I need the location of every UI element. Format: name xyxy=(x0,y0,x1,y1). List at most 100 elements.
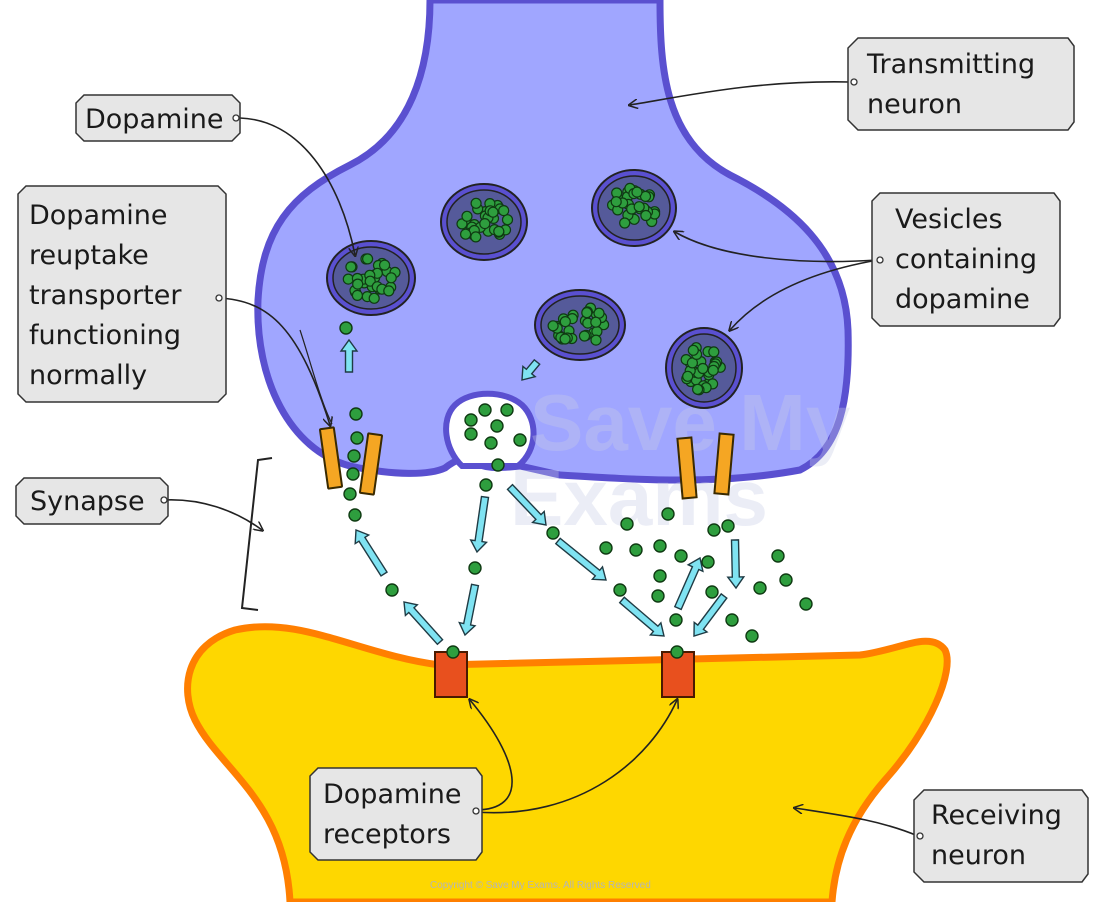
cyan-arrow xyxy=(458,583,480,637)
vesicles xyxy=(326,169,743,409)
dopamine-molecule xyxy=(484,436,498,450)
cyan-arrow xyxy=(469,495,490,554)
svg-text:Transmitting: Transmitting xyxy=(866,49,1035,80)
dopamine-molecule xyxy=(464,427,478,441)
cyan-arrow xyxy=(693,592,728,637)
dopamine-molecule xyxy=(351,289,363,301)
dopamine-molecule xyxy=(721,519,735,533)
dopamine-molecule xyxy=(498,205,510,217)
dopamine-molecule xyxy=(590,316,602,328)
svg-text:containing: containing xyxy=(895,244,1037,275)
dopamine-molecule xyxy=(352,278,364,290)
label-reuptake-transporter: Dopamine reuptake transporter functionin… xyxy=(17,185,227,403)
svg-text:neuron: neuron xyxy=(867,89,962,120)
dopamine-molecule xyxy=(697,362,709,375)
synapse-bracket xyxy=(240,457,273,611)
label-vesicles: Vesicles containing dopamine xyxy=(871,192,1061,327)
dopamine-molecule xyxy=(779,573,793,587)
dopamine-molecule xyxy=(661,507,675,521)
cyan-arrow xyxy=(554,537,607,581)
dopamine-molecule xyxy=(581,307,593,319)
dopamine-molecule xyxy=(446,645,460,659)
dopamine-molecule xyxy=(687,344,699,356)
dopamine-movement-arrows xyxy=(339,338,746,646)
cyan-arrow xyxy=(403,601,444,646)
svg-text:dopamine: dopamine xyxy=(895,284,1030,315)
dopamine-molecule xyxy=(468,561,482,575)
dopamine-molecule xyxy=(725,613,739,627)
vesicle xyxy=(326,240,416,316)
dopamine-molecule xyxy=(707,364,719,376)
dopamine-molecule xyxy=(559,316,571,328)
dopamine-molecule xyxy=(350,431,364,445)
vesicle xyxy=(665,327,743,409)
dopamine-molecule xyxy=(342,273,354,285)
svg-text:neuron: neuron xyxy=(931,840,1026,871)
receiving-neuron xyxy=(184,623,951,902)
cyan-arrow xyxy=(726,539,746,590)
dopamine-molecule xyxy=(383,285,395,297)
dopamine-molecule xyxy=(385,272,397,284)
dopamine-molecule xyxy=(479,218,491,230)
cyan-arrow xyxy=(506,483,547,526)
dopamine-molecule xyxy=(461,210,473,222)
dopamine-molecule xyxy=(339,321,353,335)
dopamine-molecule xyxy=(669,613,683,627)
reuptake-transporter-right xyxy=(359,432,383,496)
vesicle xyxy=(534,289,626,361)
dopamine-molecule xyxy=(651,589,665,603)
dopamine-molecule xyxy=(613,583,627,597)
dopamine-molecule xyxy=(682,370,694,382)
dopamine-molecule xyxy=(456,218,468,230)
dopamine-molecule xyxy=(470,231,482,243)
label-transmitting-neuron: Transmitting neuron xyxy=(847,37,1075,131)
free-dopamine-molecules xyxy=(339,321,813,659)
dopamine-molecule xyxy=(487,206,499,218)
vesicle xyxy=(591,169,677,247)
dopamine-molecule xyxy=(346,467,360,481)
label-synapse: Synapse xyxy=(15,477,169,525)
dopamine-molecule xyxy=(707,523,721,537)
dopamine-molecule xyxy=(470,197,482,209)
dopamine-molecule xyxy=(629,543,643,557)
dopamine-molecule xyxy=(590,334,602,346)
dopamine-molecule xyxy=(491,458,505,472)
dopamine-molecule xyxy=(631,186,643,198)
svg-text:Receiving: Receiving xyxy=(931,800,1062,831)
dopamine-molecule xyxy=(610,196,622,208)
dopamine-molecule xyxy=(653,569,667,583)
dopamine-molecule xyxy=(633,201,645,213)
svg-text:functioning: functioning xyxy=(29,320,181,351)
dopamine-molecule xyxy=(701,555,715,569)
dopamine-molecule xyxy=(464,413,478,427)
dopamine-molecule xyxy=(771,549,785,563)
label-receiving-neuron: Receiving neuron xyxy=(913,789,1089,883)
dopamine-molecule xyxy=(362,253,374,265)
dopamine-molecule xyxy=(578,330,591,342)
cyan-arrow xyxy=(618,596,665,637)
cyan-arrow xyxy=(521,358,541,381)
cyan-arrow xyxy=(354,528,388,577)
dopamine-molecule xyxy=(478,403,492,417)
cyan-arrow xyxy=(339,338,359,373)
dopamine-molecule xyxy=(513,433,527,447)
copyright-notice: Copyright © Save My Exams. All Rights Re… xyxy=(430,880,651,891)
dopamine-receptor-right xyxy=(661,651,695,698)
dopamine-molecule xyxy=(500,403,514,417)
dopamine-molecule xyxy=(547,320,559,332)
vesicle xyxy=(440,183,528,261)
dopamine-molecule xyxy=(745,629,759,643)
dopamine-molecule xyxy=(490,419,504,433)
svg-text:transporter: transporter xyxy=(29,280,182,311)
dopamine-molecule xyxy=(753,581,767,595)
dopamine-molecule xyxy=(345,261,357,273)
leader-lines xyxy=(162,81,919,837)
dopamine-molecule xyxy=(546,526,560,540)
dopamine-molecule xyxy=(348,508,362,522)
svg-text:receptors: receptors xyxy=(323,819,451,850)
dopamine-molecule xyxy=(385,583,399,597)
svg-text:Dopamine: Dopamine xyxy=(85,104,224,135)
svg-text:Dopamine: Dopamine xyxy=(323,779,462,810)
svg-text:Synapse: Synapse xyxy=(30,486,145,517)
